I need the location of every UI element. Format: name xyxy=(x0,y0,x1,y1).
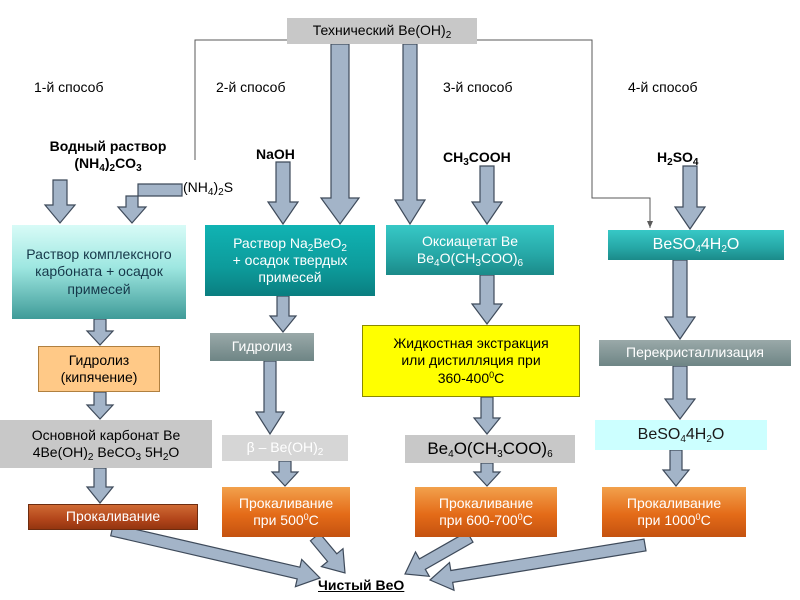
arrow-m4-recryst-sulfate xyxy=(663,365,697,420)
arrow-m3-to-product xyxy=(404,530,474,578)
m1-hydrolysis-box: Гидролиз (кипячение) xyxy=(38,346,160,392)
m3-extraction-box: Жидкостная экстракция или дистилляция пр… xyxy=(362,325,580,397)
arrow-m1-sulfide xyxy=(116,183,183,224)
arrow-m2-beta-calc xyxy=(270,460,300,487)
m2-beta-hydroxide-box: β – Be(OH)2 xyxy=(222,435,348,461)
method-4-label: 4-й способ xyxy=(628,79,698,95)
arrow-m1-to-product xyxy=(109,523,322,588)
reagent-acetic-acid: CH3COOH xyxy=(443,149,511,168)
arrow-m2-to-product xyxy=(309,532,346,574)
arrow-m1-reagent-down xyxy=(43,179,77,224)
reagent-ammonium-sulfide: (NH4)2S xyxy=(183,179,234,198)
m3-calcination-box: Прокаливание при 600-7000С xyxy=(415,487,557,537)
source-label: Технический Be(OH)2 xyxy=(312,22,452,42)
m4-recrystallization-box: Перекристаллизация xyxy=(599,340,791,366)
arrow-m3-product-calc xyxy=(472,462,502,487)
arrow-m1-carbonate-calc xyxy=(85,467,115,504)
arrow-m1-solution-hydrolysis xyxy=(85,318,115,346)
m3-acetate-box: Оксиацетат Be Be4O(CH3COO)6 xyxy=(386,225,554,275)
connector-source-left xyxy=(194,39,287,160)
source-box: Технический Be(OH)2 xyxy=(287,18,477,44)
m4-calcination-box: Прокаливание при 10000С xyxy=(602,487,746,537)
reagent-naoh: NaOH xyxy=(256,146,295,162)
final-product-label: Чистый BeO xyxy=(318,577,405,593)
arrow-m3-acid-acetate xyxy=(470,165,504,226)
method-3-label: 3-й способ xyxy=(443,79,513,95)
connector-source-right xyxy=(477,39,651,228)
m4-sulfate-box-2: BeSO44H2O xyxy=(595,420,767,450)
arrow-m3-acetate-extract xyxy=(470,274,504,325)
arrow-m4-to-product xyxy=(428,538,647,592)
m2-solution-box: Раствор Na2BeO2 + осадок твердых примесе… xyxy=(205,225,375,296)
m1-solution-box: Раствор комплексного карбоната + осадок … xyxy=(12,225,186,319)
arrow-source-to-m3 xyxy=(393,43,427,226)
reagent-sulfuric-acid: H2SO4 xyxy=(657,149,699,168)
connector-source-right-head xyxy=(647,221,653,228)
method-1-label: 1-й способ xyxy=(34,79,104,95)
arrow-m3-extract-product xyxy=(472,396,502,435)
arrow-m4-sulfate-calc xyxy=(661,449,691,487)
m2-hydrolysis-box: Гидролиз xyxy=(210,333,314,361)
reagent-ammonium-carbonate: Водный раствор (NH4)2CO3 xyxy=(49,138,167,174)
m4-sulfate-box: BeSO44H2O xyxy=(608,230,784,260)
method-2-label: 2-й способ xyxy=(216,79,286,95)
arrow-m4-sulfate-recryst xyxy=(663,259,697,341)
m1-calcination-box: Прокаливание xyxy=(28,504,198,530)
arrow-m2-hydrolysis-beta xyxy=(254,360,286,436)
arrow-m1-hydrolysis-carbonate xyxy=(85,391,115,420)
arrow-m4-acid-sulfate xyxy=(673,165,707,231)
arrow-m2-naoh-solution xyxy=(266,161,300,226)
m2-calcination-box: Прокаливание при 5000С xyxy=(222,487,350,537)
m3-oxyacetate-box: Be4O(CH3COO)6 xyxy=(405,435,575,463)
arrow-m2-solution-hydrolysis xyxy=(268,295,298,333)
m1-carbonate-box: Основной карбонат Be 4Be(OH)2 BeCO3 5H2O xyxy=(0,420,212,468)
arrow-source-to-m2 xyxy=(319,43,361,226)
